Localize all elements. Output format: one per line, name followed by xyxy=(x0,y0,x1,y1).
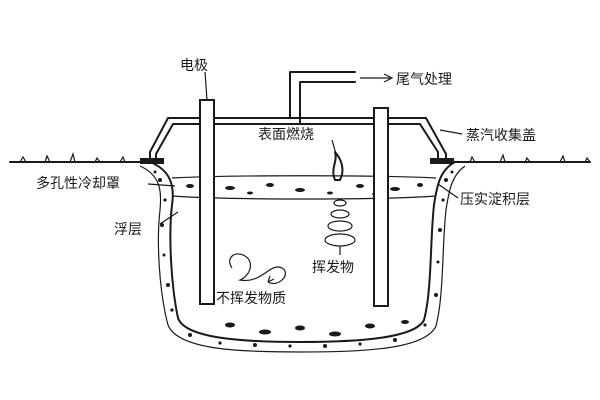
bottom-debris xyxy=(225,320,409,337)
label-vapor-collection-cover: 蒸汽收集盖 xyxy=(466,127,536,144)
ground-surface xyxy=(9,151,591,163)
labels: 电极 尾气处理 表面燃烧 蒸汽收集盖 多孔性冷却罩 压实淀积层 浮层 挥发物 不… xyxy=(36,58,536,307)
label-nonvolatile-matter: 不挥发物质 xyxy=(216,291,286,307)
label-float-layer: 浮层 xyxy=(114,222,142,238)
label-exhaust-treatment: 尾气处理 xyxy=(396,72,452,88)
vapor-collection-cover xyxy=(140,71,454,164)
electrode-left xyxy=(199,99,215,305)
leader-lines xyxy=(147,71,463,255)
volatile-bubbles xyxy=(324,199,356,247)
label-surface-combustion: 表面燃烧 xyxy=(258,126,314,143)
electrode-right xyxy=(373,107,389,307)
nonvolatile-swirl xyxy=(229,253,287,284)
label-volatiles: 挥发物 xyxy=(312,260,354,276)
float-layer xyxy=(171,175,437,200)
label-compacted-sediment-layer: 压实淀积层 xyxy=(460,192,530,208)
pit xyxy=(139,161,466,353)
label-porous-cooling-cover: 多孔性冷却罩 xyxy=(36,175,120,192)
label-electrode: 电极 xyxy=(180,58,208,74)
